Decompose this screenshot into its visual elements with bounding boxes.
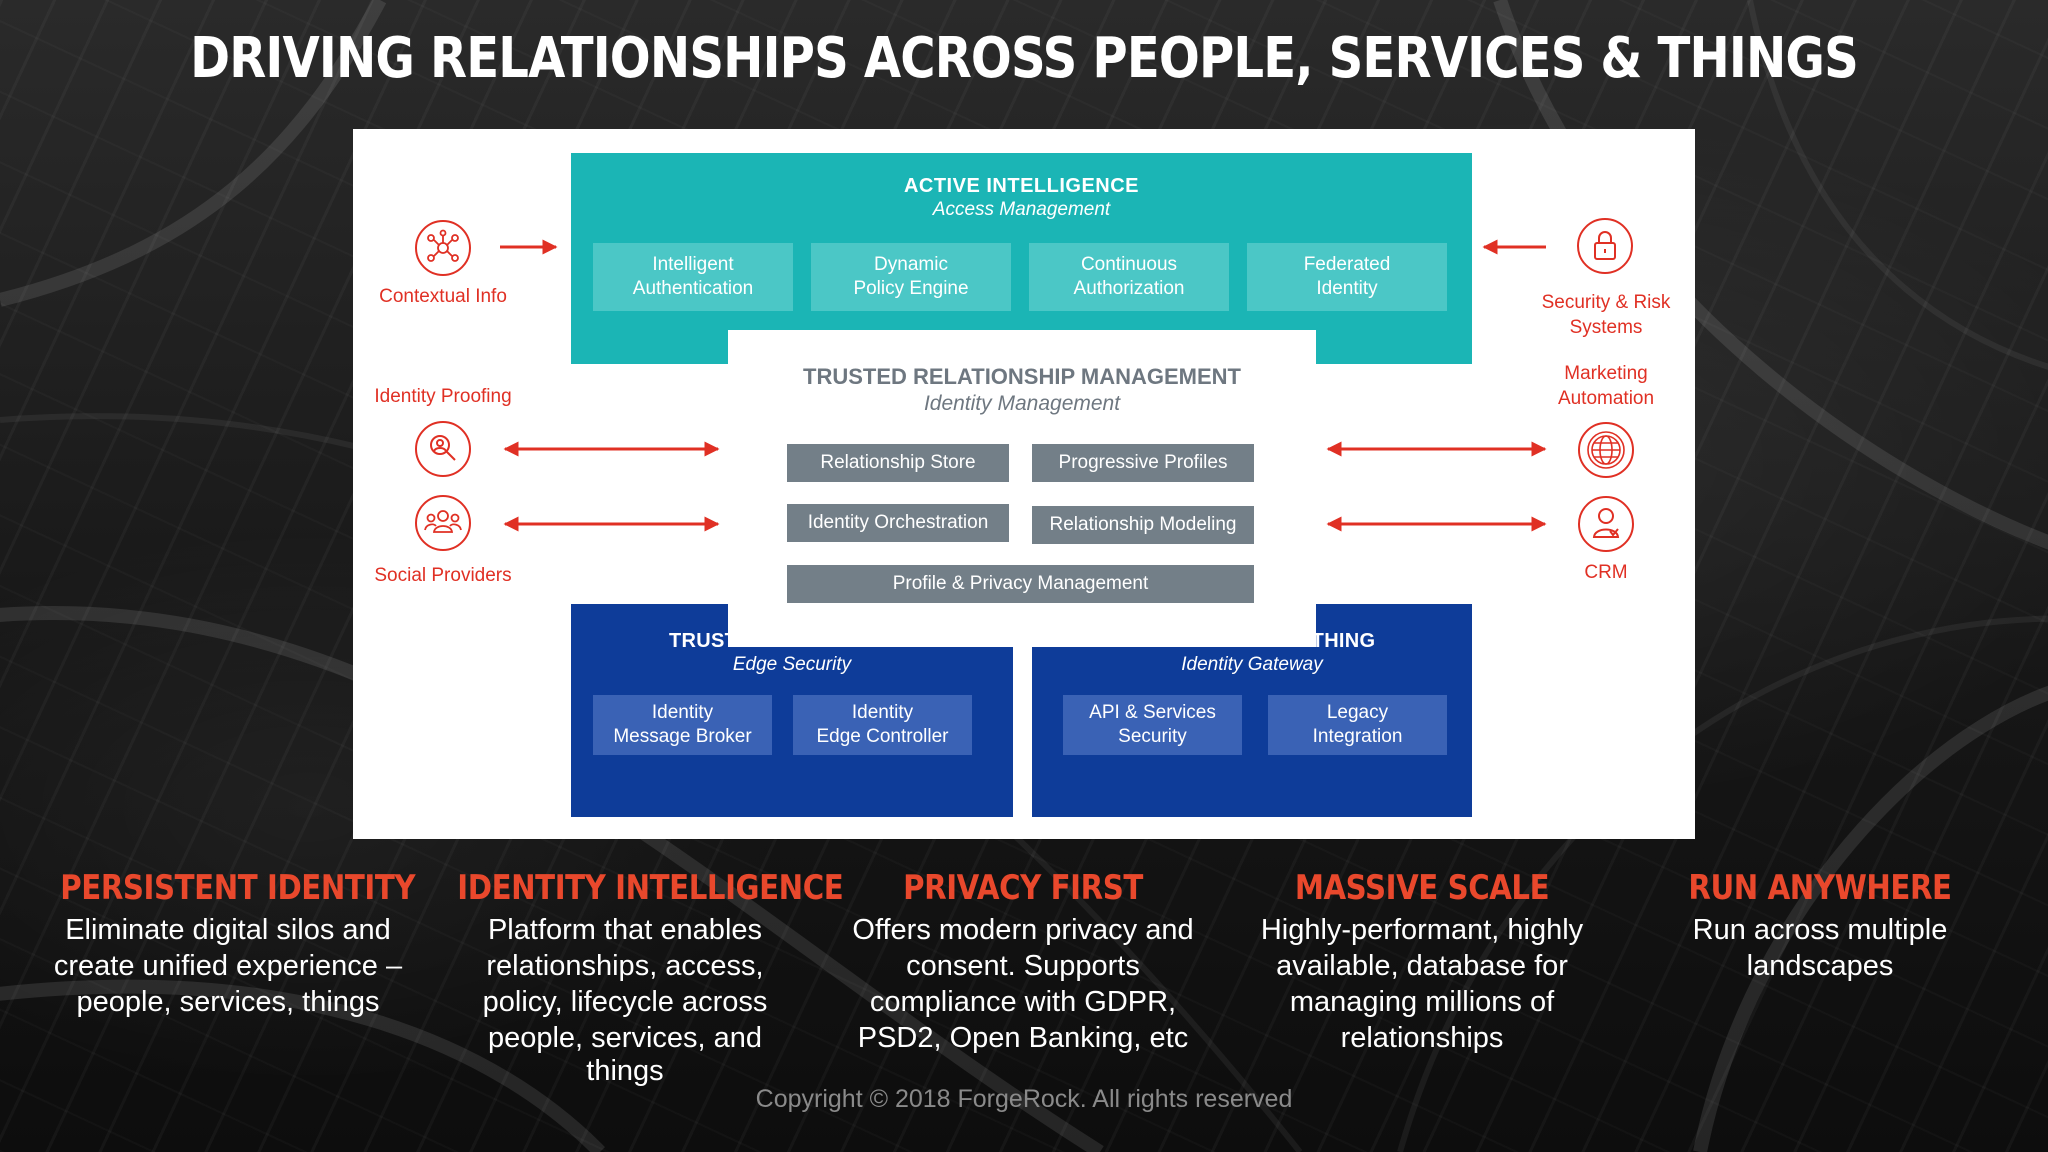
network-icon: [415, 220, 471, 276]
feature-body: Offers modern privacy and consent. Suppo…: [828, 912, 1218, 1056]
box-line: Legacy: [1326, 702, 1389, 724]
active-intelligence-block: ACTIVE INTELLIGENCE Access Management In…: [571, 153, 1472, 364]
globe-icon: [1578, 422, 1634, 478]
feature-line: managing millions of: [1289, 986, 1555, 1018]
feature-line: Platform that enables: [487, 914, 763, 946]
person-icon: [1578, 496, 1634, 552]
lock-icon: [1577, 218, 1633, 274]
feature-title: RUN ANYWHERE: [1688, 868, 1952, 908]
feature-line: consent. Supports: [906, 950, 1140, 982]
feature-line: relationships: [1340, 1022, 1504, 1054]
feature-line: PSD2, Open Banking, etc: [857, 1022, 1189, 1054]
box-line: Federated: [1303, 254, 1391, 276]
feature-line: relationships, access,: [486, 950, 764, 982]
feature-run-anywhere: RUN ANYWHERE Run across multiple landsca…: [1625, 868, 2015, 984]
active-intelligence-subtitle: Access Management: [932, 199, 1111, 220]
feature-title: MASSIVE SCALE: [1294, 868, 1550, 908]
feature-title: IDENTITY INTELLIGENCE: [457, 868, 844, 908]
box-line: Identity: [651, 702, 714, 724]
active-intelligence-title: ACTIVE INTELLIGENCE: [903, 175, 1140, 197]
feature-line: available, database for: [1276, 950, 1568, 982]
marketing-automation-label: Marketing Automation: [1516, 362, 1696, 411]
progressive-profiles-box: Progressive Profiles: [1032, 444, 1254, 482]
box-line: Dynamic: [874, 254, 948, 276]
profile-privacy-management-box: Profile & Privacy Management: [787, 565, 1254, 603]
iot-security-subtitle: Edge Security: [732, 654, 852, 675]
label-line: Security & Risk: [1541, 292, 1671, 313]
feature-massive-scale: MASSIVE SCALE Highly-performant, highly …: [1227, 868, 1617, 1056]
feature-identity-intelligence: IDENTITY INTELLIGENCE Platform that enab…: [430, 868, 844, 1086]
feature-persistent-identity: PERSISTENT IDENTITY Eliminate digital si…: [33, 868, 423, 1020]
feature-line: Offers modern privacy and: [852, 914, 1194, 946]
feature-line: Run across multiple: [1692, 914, 1948, 946]
box-line: Authorization: [1073, 278, 1185, 299]
relationship-store-box: Relationship Store: [787, 444, 1009, 482]
contextual-info-label: Contextual Info: [379, 286, 507, 307]
label-line: Marketing: [1564, 363, 1648, 384]
feature-line: people, services, and: [487, 1022, 763, 1054]
label-line: Automation: [1557, 387, 1655, 409]
feature-body: Run across multiple landscapes: [1625, 912, 2015, 984]
box-line: Identity: [1316, 278, 1378, 299]
feature-line: landscapes: [1746, 950, 1894, 982]
box-line: Identity: [851, 702, 914, 724]
feature-privacy-first: PRIVACY FIRST Offers modern privacy and …: [828, 868, 1218, 1056]
feature-title: PRIVACY FIRST: [903, 868, 1143, 908]
relationship-modeling-box: Relationship Modeling: [1032, 506, 1254, 544]
feature-body: Platform that enables relationships, acc…: [430, 912, 820, 1086]
social-providers-label: Social Providers: [374, 565, 512, 586]
feature-line: compliance with GDPR,: [869, 986, 1177, 1018]
box-line: Continuous: [1080, 254, 1178, 276]
feature-body: Highly-performant, highly available, dat…: [1227, 912, 1617, 1056]
box-line: Edge Controller: [816, 726, 949, 747]
feature-line: things: [586, 1055, 664, 1087]
people-icon: [415, 495, 471, 551]
trm-subtitle: Identity Management: [923, 392, 1121, 415]
label-line: Systems: [1569, 316, 1643, 338]
feature-body: Eliminate digital silos and create unifi…: [33, 912, 423, 1020]
security-risk-label: Security & Risk Systems: [1516, 291, 1696, 340]
box-line: Authentication: [632, 278, 754, 299]
identity-proofing-label: Identity Proofing: [374, 386, 512, 407]
box-line: Message Broker: [613, 726, 752, 747]
crm-label: CRM: [1584, 562, 1628, 583]
feature-line: create unified experience –: [53, 950, 403, 982]
connect-subtitle: Identity Gateway: [1181, 654, 1323, 675]
copyright-text: Copyright © 2018 ForgeRock. All rights r…: [755, 1085, 1293, 1113]
trusted-relationship-block: TRUSTED RELATIONSHIP MANAGEMENT Identity…: [728, 330, 1316, 647]
magnifier-icon: [415, 421, 471, 477]
feature-line: policy, lifecycle across: [482, 986, 768, 1018]
box-line: Intelligent: [652, 254, 734, 276]
feature-line: Highly-performant, highly: [1260, 914, 1584, 946]
feature-line: Eliminate digital silos and: [65, 914, 391, 946]
box-line: Security: [1118, 726, 1187, 747]
page-title: DRIVING RELATIONSHIPS ACROSS PEOPLE, SER…: [190, 26, 1859, 91]
box-line: Policy Engine: [853, 278, 969, 299]
trm-title: TRUSTED RELATIONSHIP MANAGEMENT: [803, 364, 1241, 389]
feature-line: people, services, things: [76, 986, 380, 1018]
box-line: Integration: [1312, 726, 1403, 747]
identity-orchestration-box: Identity Orchestration: [787, 504, 1009, 542]
feature-title: PERSISTENT IDENTITY: [60, 868, 416, 908]
box-line: API & Services: [1089, 702, 1216, 724]
